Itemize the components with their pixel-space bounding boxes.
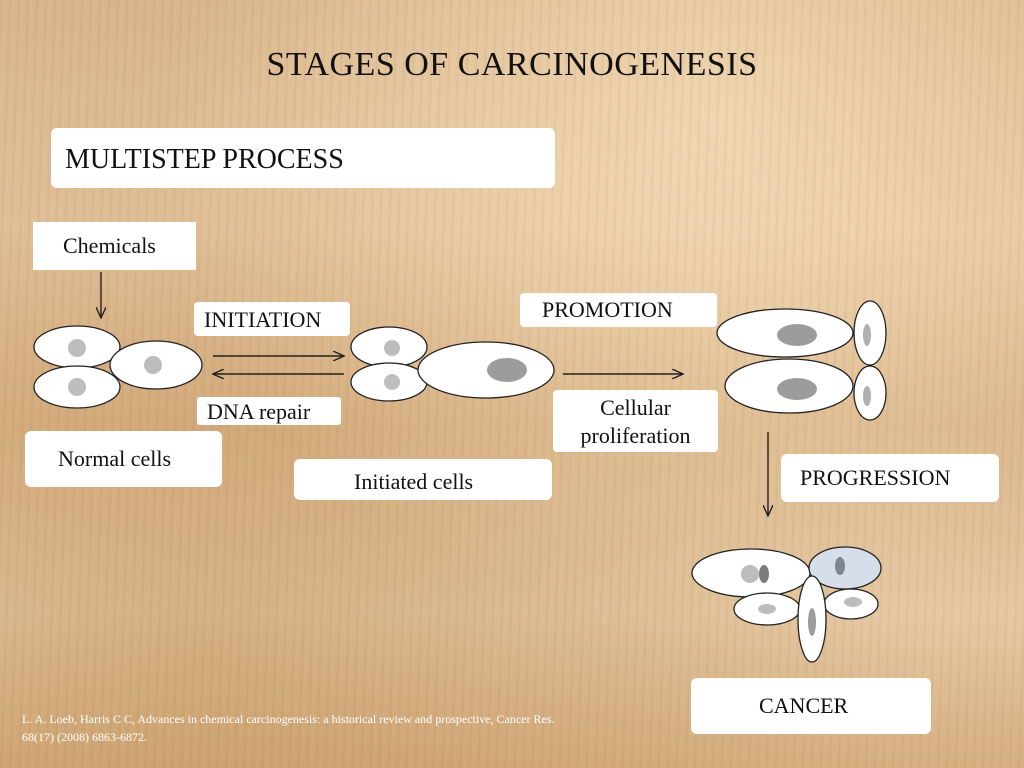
initiated-cell-nucleus [384,374,400,390]
cancer-label: CANCER [759,693,849,718]
chemicals-box: Chemicals [33,222,196,270]
cellular-proliferation-line2: proliferation [580,422,691,448]
initiation-label: INITIATION [204,307,322,332]
cancer-cell-nucleus [844,597,862,607]
citation: L. A. Loeb, Harris C C, Advances in chem… [22,710,682,746]
initiated-cells-cluster [350,326,555,402]
cellular-proliferation-line1: Cellular [600,395,671,420]
promoted-cell-nucleus [777,378,817,400]
normal-cell-nucleus [68,378,86,396]
cancer-cell-nucleus [758,604,776,614]
normal-cell-nucleus [144,356,162,374]
progression-box: PROGRESSION [781,454,999,502]
initiation-box: INITIATION [194,302,350,336]
initiated-cells-box: Initiated cells [294,459,552,500]
promoted-cells-cluster [716,300,887,421]
promoted-cell-narrow-nucleus [863,324,871,346]
dna-repair-box: DNA repair [197,397,341,425]
cellular-proliferation-box: Cellular proliferation [553,390,718,452]
citation-line-1: L. A. Loeb, Harris C C, Advances in chem… [22,712,555,726]
initiated-cell-large-nucleus [487,358,527,382]
dna-repair-label: DNA repair [207,399,311,424]
subtitle-text: MULTISTEP PROCESS [65,144,344,175]
normal-cell-nucleus [68,339,86,357]
initiated-cell-large [417,341,555,399]
normal-cells-box: Normal cells [25,431,222,487]
cancer-cells-cluster [691,546,882,663]
initiated-cell-nucleus [384,340,400,356]
normal-cells-label: Normal cells [58,446,172,471]
page-title: STAGES OF CARCINOGENESIS [266,46,758,83]
cancer-box: CANCER [691,678,931,734]
initiated-cells-label: Initiated cells [354,469,474,494]
cancer-cell-nucleus [741,565,759,583]
citation-line-2: 68(17) (2008) 6863-6872. [22,730,147,744]
chemicals-label: Chemicals [63,233,156,258]
normal-cells-cluster [33,325,203,409]
promotion-label: PROMOTION [542,297,673,322]
subtitle-box: MULTISTEP PROCESS [51,128,555,188]
progression-label: PROGRESSION [800,465,951,490]
cancer-cell-nucleus-dark [759,565,769,583]
cancer-cell-narrow-nucleus [808,608,816,636]
cancer-cell-highlight-nucleus [835,557,845,575]
promotion-box: PROMOTION [520,293,717,327]
promoted-cell-nucleus [777,324,817,346]
promoted-cell-narrow-nucleus [863,386,871,406]
